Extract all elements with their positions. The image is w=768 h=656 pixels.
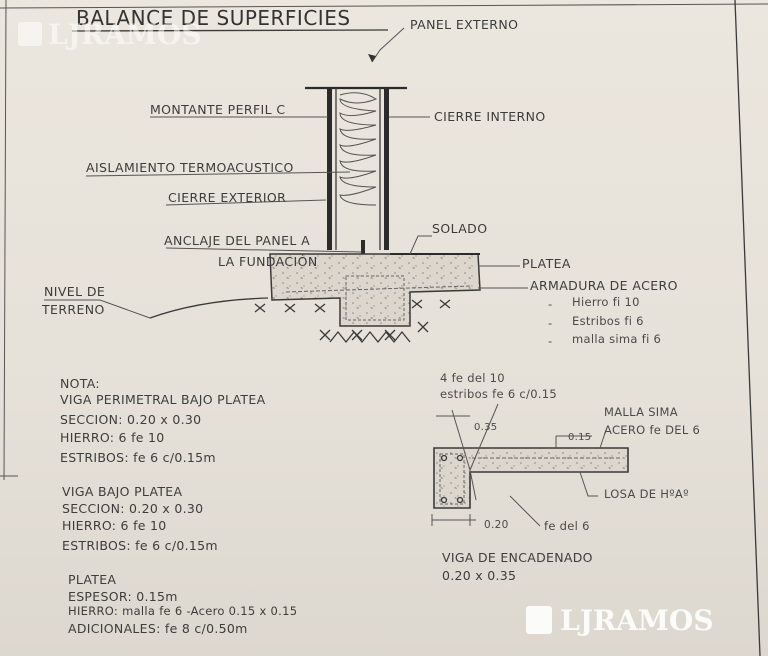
detail-viga-1: VIGA DE ENCADENADO (442, 550, 593, 565)
leader-cierre-exterior (165, 199, 327, 206)
armadura-item-3: malla sima fi 6 (572, 332, 661, 346)
note-viga-bajo-line-1: SECCION: 0.20 x 0.30 (62, 501, 203, 516)
leader-panel-externo (371, 27, 405, 63)
note-viga-bajo-line-3: ESTRIBOS: fe 6 c/0.15m (62, 538, 218, 553)
label-anclaje-1: ANCLAJE DEL PANEL A (164, 233, 310, 248)
leader-fe6 (509, 495, 541, 527)
armadura-item-2: Estribos fi 6 (572, 314, 644, 328)
nivel-terreno-line (149, 297, 269, 319)
note-viga-perimetral-title: VIGA PERIMETRAL BAJO PLATEA (60, 392, 266, 407)
rebar-top-left (440, 454, 448, 462)
watermark-bottom: LJRAMOS (526, 604, 714, 637)
armadura-estribo (345, 275, 405, 321)
label-montante: MONTANTE PERFIL C (150, 102, 286, 117)
detail-malla-1: MALLA SIMA (604, 405, 678, 419)
aislamiento-insulation (339, 92, 378, 206)
title-underline (71, 29, 389, 32)
note-viga-perimetral-line-1: SECCION: 0.20 x 0.30 (60, 412, 201, 427)
viga-encadenado-section (433, 447, 629, 509)
label-aislamiento: AISLAMIENTO TERMOACUSTICO (86, 160, 294, 175)
leader-malla (599, 429, 607, 449)
anclaje-bolt (361, 240, 365, 262)
detail-losa: LOSA DE HºAº (604, 487, 689, 501)
label-platea: PLATEA (522, 256, 571, 271)
rebar-bottom-left (440, 496, 448, 504)
leader-aislamiento (85, 171, 351, 177)
montante-right (384, 88, 389, 250)
detail-top-1: 4 fe del 10 (440, 371, 505, 385)
label-cierre-interno: CIERRE INTERNO (434, 109, 546, 124)
rebar-bottom-right (456, 496, 464, 504)
label-anclaje-2: LA FUNDACIÓN (218, 254, 318, 269)
label-solado: SOLADO (432, 221, 487, 236)
note-platea-title: PLATEA (68, 572, 116, 587)
note-viga-bajo-title: VIGA BAJO PLATEA (62, 484, 182, 499)
watermark-logo-icon (18, 22, 42, 46)
label-panel-externo: PANEL EXTERNO (410, 17, 518, 32)
note-platea-line-2: HIERRO: malla fe 6 -Acero 0.15 x 0.15 (68, 604, 297, 618)
label-nivel-2: TERRENO (41, 302, 105, 317)
label-cierre-exterior: CIERRE EXTERIOR (168, 190, 286, 205)
note-viga-bajo-line-2: HIERRO: 6 fe 10 (62, 518, 167, 533)
leader-estribos (469, 403, 499, 471)
watermark-logo-icon-bottom (526, 606, 552, 634)
frame-right-line (734, 0, 761, 656)
detail-malla-2: ACERO fe DEL 6 (604, 423, 700, 437)
detail-viga-2: 0.20 x 0.35 (442, 568, 516, 583)
note-viga-perimetral-line-3: ESTRIBOS: fe 6 c/0.15m (60, 450, 216, 465)
watermark-text-top: LJRAMOS (48, 18, 202, 51)
detail-dim-020: 0.20 (484, 519, 509, 531)
armadura-item-1: Hierro fi 10 (572, 295, 640, 309)
note-platea-line-1: ESPESOR: 0.15m (68, 589, 178, 604)
frame-top-line (0, 3, 768, 9)
label-nivel-1: NIVEL DE (44, 284, 105, 299)
armadura-malla (285, 285, 471, 293)
watermark-text-bottom: LJRAMOS (560, 604, 714, 637)
detail-dim-015: 0.15 (568, 432, 591, 443)
watermark-top: LJRAMOS (18, 18, 202, 51)
bullet-1: - (548, 297, 552, 311)
bullet-3: - (548, 334, 552, 348)
terreno-zigzag (329, 330, 411, 344)
frame-left-line (3, 0, 7, 481)
notes-heading: NOTA: (60, 376, 100, 391)
label-armadura: ARMADURA DE ACERO (530, 278, 678, 293)
montante-left (327, 88, 332, 250)
estribo-detail (439, 453, 465, 505)
leader-anclaje (165, 247, 363, 253)
detail-top-2: estribos fe 6 c/0.15 (440, 387, 557, 401)
detail-fe-del-6: fe del 6 (544, 519, 590, 533)
bullet-2: - (548, 316, 552, 330)
rebar-top-right (456, 454, 464, 462)
detail-dim-035: 0.35 (474, 422, 497, 433)
note-platea-line-3: ADICIONALES: fe 8 c/0.50m (68, 621, 248, 636)
note-viga-perimetral-line-2: HIERRO: 6 fe 10 (60, 430, 165, 445)
page-title: BALANCE DE SUPERFICIES (76, 6, 351, 30)
leader-losa (579, 471, 598, 497)
arrow-panel-externo (368, 54, 376, 62)
leader-solado (409, 235, 432, 255)
leader-nivel (44, 299, 151, 319)
